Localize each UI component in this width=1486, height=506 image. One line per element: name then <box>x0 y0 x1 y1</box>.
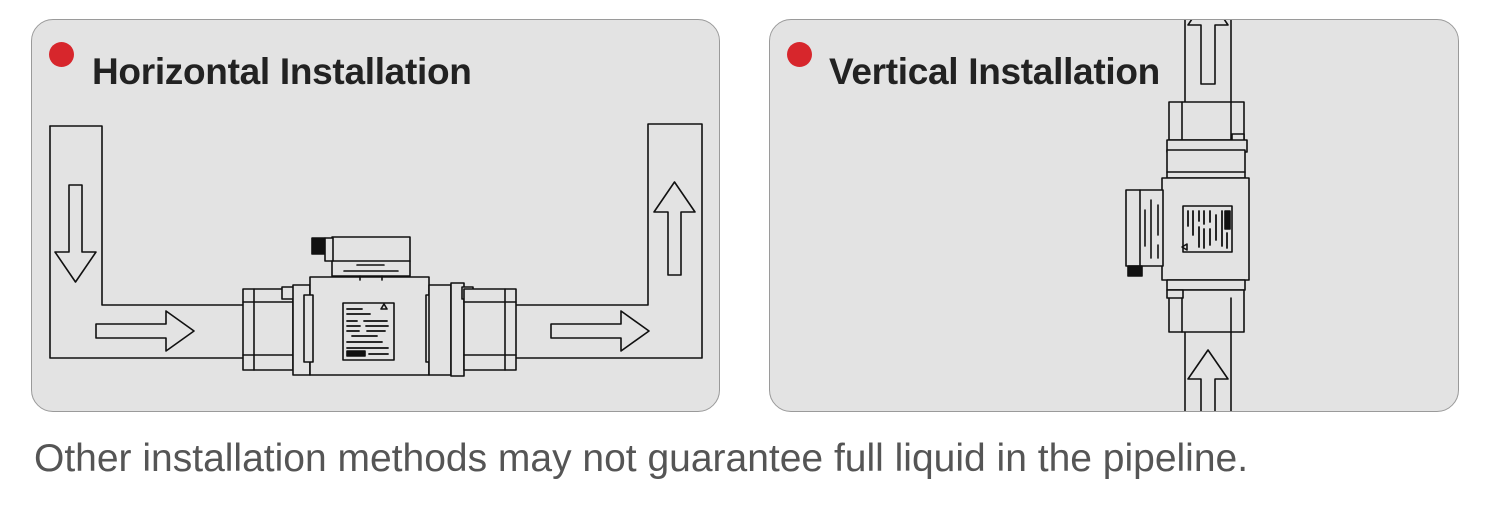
flow-arrow-up-icon <box>1187 349 1229 411</box>
red-bullet-icon <box>49 42 74 67</box>
horizontal-installation-panel: Horizontal Installation <box>31 19 720 412</box>
horizontal-installation-diagram <box>49 123 703 377</box>
vertical-installation-diagram <box>1125 20 1250 411</box>
flow-arrow-up-icon <box>653 181 696 276</box>
installation-footnote: Other installation methods may not guara… <box>34 437 1249 480</box>
vertical-installation-panel: Vertical Installation <box>769 19 1459 412</box>
horizontal-installation-title: Horizontal Installation <box>92 51 472 92</box>
flow-arrow-down-icon <box>54 184 97 283</box>
red-bullet-icon <box>787 42 812 67</box>
flow-meter-horizontal <box>242 236 517 377</box>
flow-meter-vertical <box>1125 101 1250 333</box>
u-shaped-pipe <box>49 125 244 306</box>
flow-arrow-right-icon <box>95 310 195 352</box>
flow-arrow-right-icon <box>550 310 650 352</box>
flow-arrow-up-icon <box>1187 20 1229 85</box>
vertical-pipe <box>1184 20 1232 411</box>
vertical-installation-title: Vertical Installation <box>829 51 1160 92</box>
